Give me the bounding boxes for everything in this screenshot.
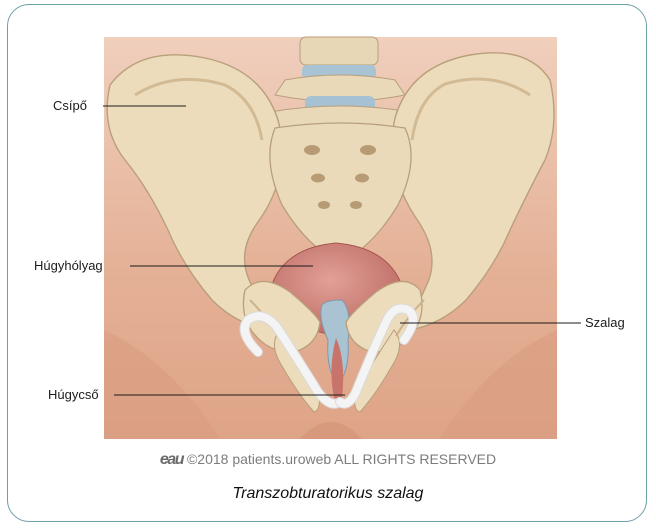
label-hugycso: Húgycső — [48, 387, 99, 402]
label-szalag: Szalag — [585, 315, 625, 330]
copyright-text: ©2018 patients.uroweb ALL RIGHTS RESERVE… — [187, 451, 496, 467]
eau-logo: eau — [160, 451, 183, 468]
label-csipo: Csípő — [53, 98, 87, 113]
figure-caption: Transzobturatorikus szalag — [0, 485, 656, 503]
label-hugyholyag: Húgyhólyag — [34, 258, 103, 273]
copyright-line: eau©2018 patients.uroweb ALL RIGHTS RESE… — [0, 451, 656, 469]
